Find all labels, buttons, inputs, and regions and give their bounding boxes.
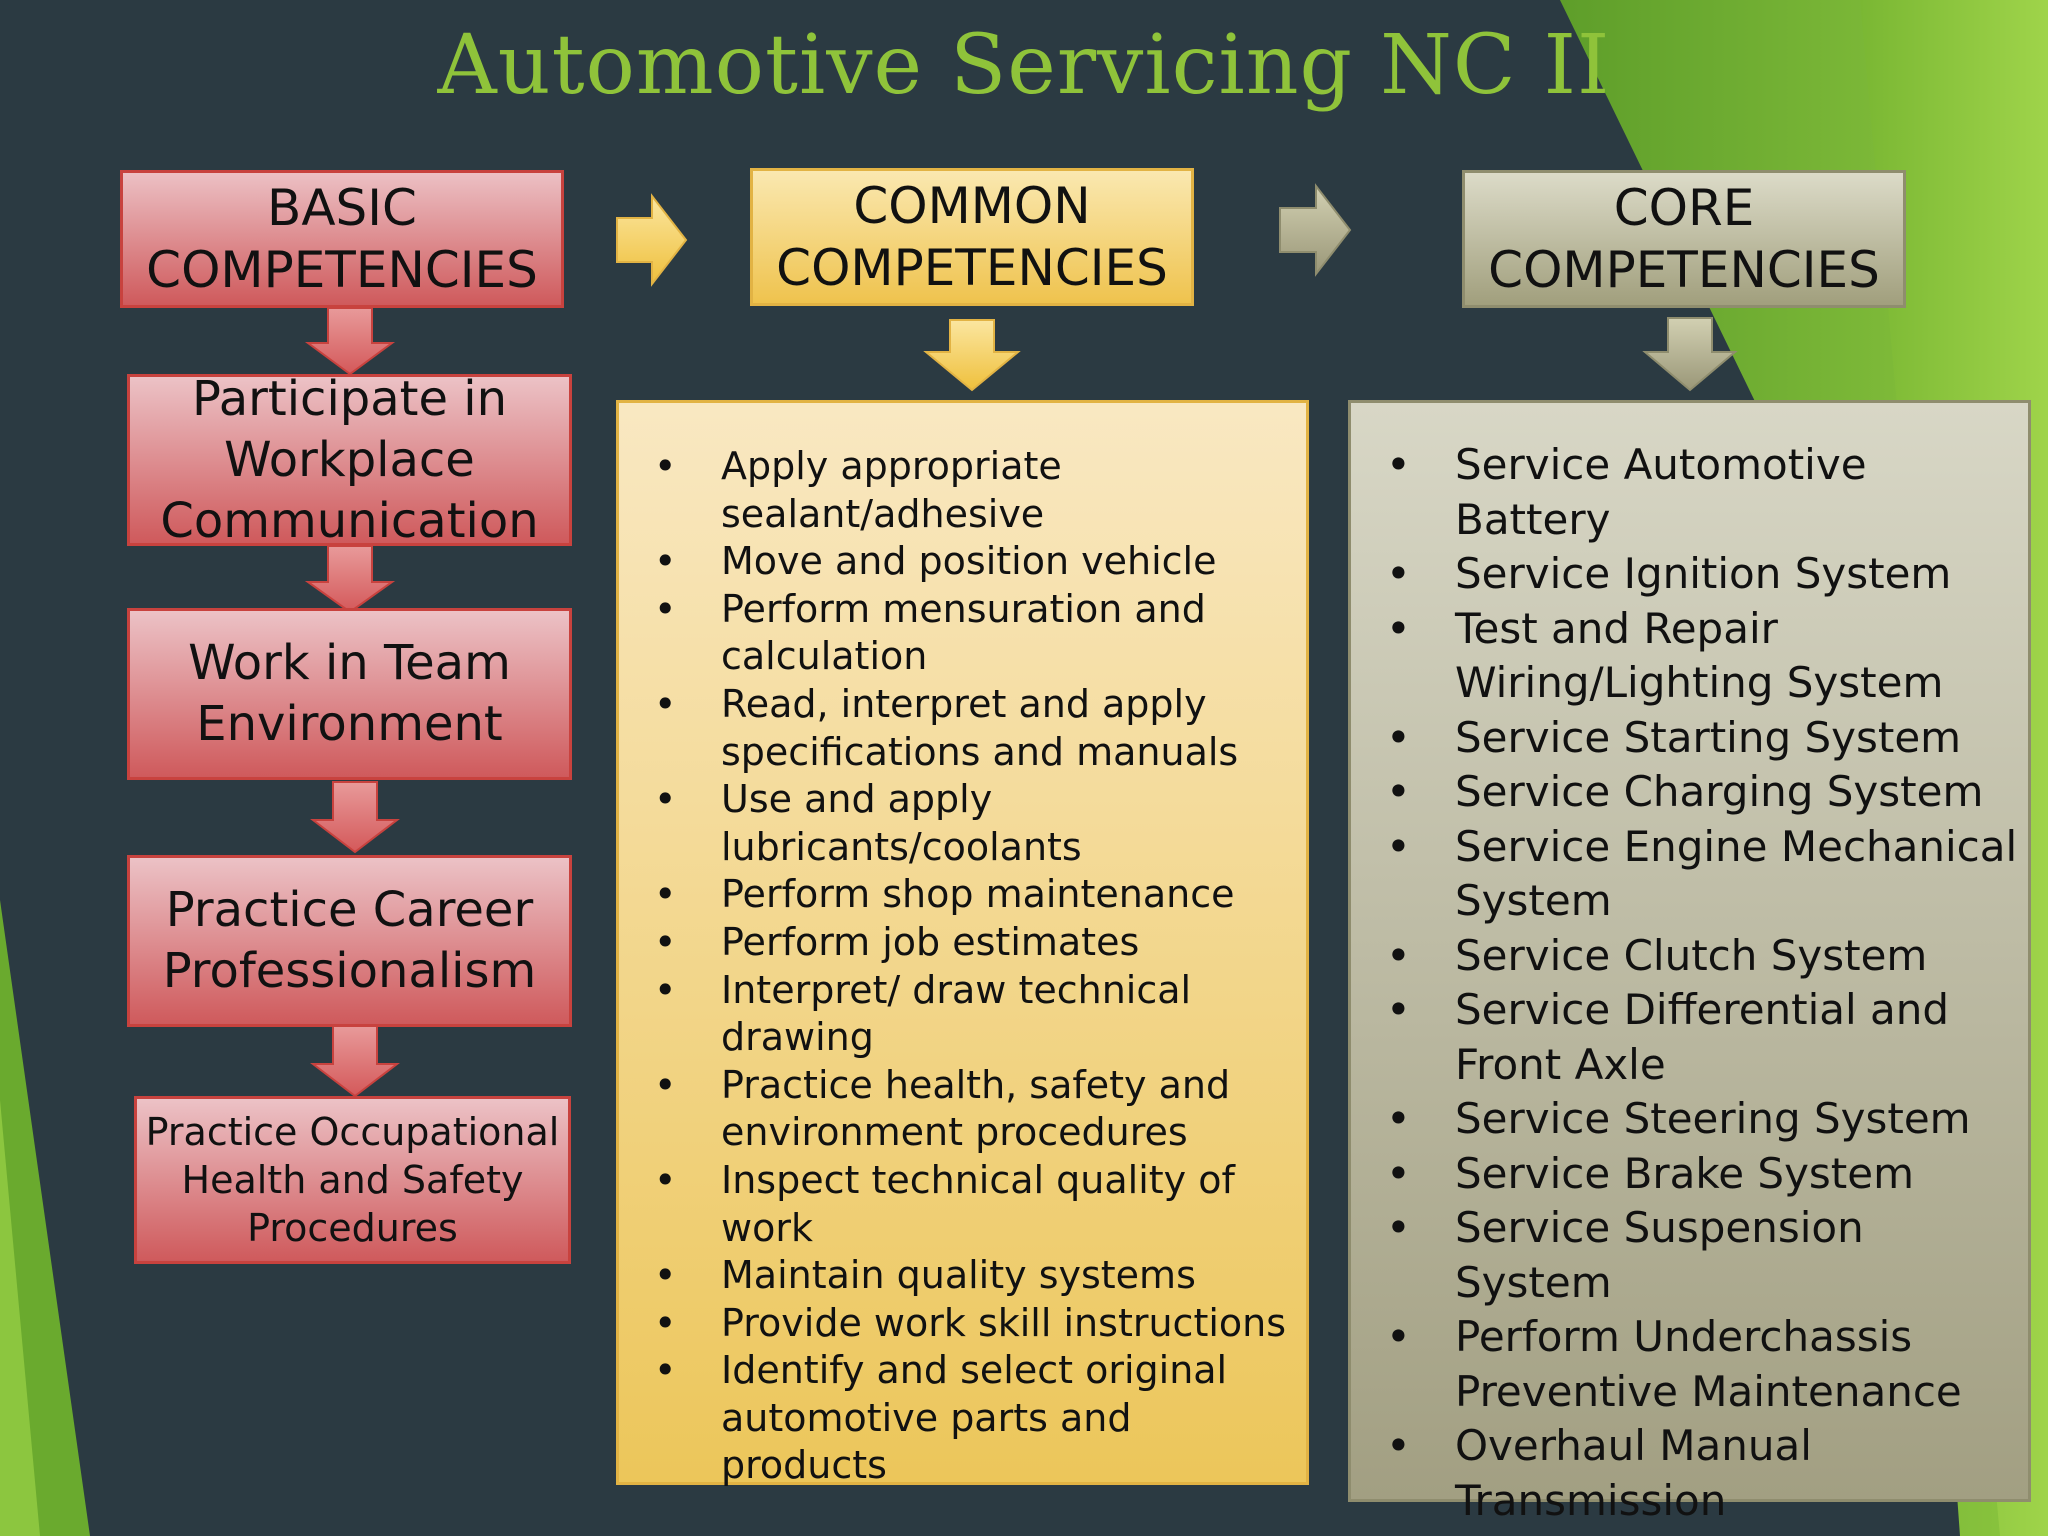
- list-item: Perform shop maintenance: [637, 871, 1296, 919]
- list-item: Read, interpret and apply specifications…: [637, 681, 1296, 776]
- list-item: Maintain quality systems: [637, 1252, 1296, 1300]
- list-item: Practice health, safety and environment …: [637, 1062, 1296, 1157]
- list-item: Service Brake System: [1369, 1147, 2018, 1202]
- list-item: Service Charging System: [1369, 765, 2018, 820]
- list-item: Perform Underchassis Preventive Maintena…: [1369, 1310, 2018, 1419]
- core-competencies-list: Service Automotive Battery Service Ignit…: [1369, 438, 2018, 1528]
- arrow-down-basic-1: [304, 307, 396, 376]
- common-competencies-panel: Apply appropriate sealant/adhesive Move …: [616, 400, 1309, 1487]
- list-item: Use and apply lubricants/coolants: [637, 776, 1296, 871]
- list-item: Provide work skill instructions: [637, 1300, 1296, 1348]
- core-competencies-panel: Service Automotive Battery Service Ignit…: [1348, 400, 2031, 1525]
- basic-item-occupational-health-safety: Practice Occupational Health and Safety …: [134, 1096, 571, 1264]
- list-item: Service Steering System: [1369, 1092, 2018, 1147]
- basic-competencies-header: BASIC COMPETENCIES: [120, 170, 564, 308]
- core-competencies-header: CORE COMPETENCIES: [1462, 170, 1906, 308]
- arrow-right-basic-to-common: [616, 193, 688, 287]
- arrow-down-basic-3: [310, 781, 400, 854]
- list-item: Service Suspension System: [1369, 1201, 2018, 1310]
- list-item: Inspect technical quality of work: [637, 1157, 1296, 1252]
- list-item: Service Starting System: [1369, 711, 2018, 766]
- common-competencies-header: COMMON COMPETENCIES: [750, 168, 1194, 306]
- list-item: Overhaul Manual Transmission: [1369, 1419, 2018, 1528]
- green-swoosh-left-light: [0, 1100, 40, 1536]
- arrow-down-basic-2: [304, 545, 396, 614]
- arrow-down-basic-4: [310, 1025, 400, 1098]
- basic-item-career-professionalism: Practice Career Professionalism: [127, 855, 572, 1027]
- list-item: Service Engine Mechanical System: [1369, 820, 2018, 929]
- basic-item-workplace-communication: Participate in Workplace Communication: [127, 371, 572, 549]
- common-competencies-list: Apply appropriate sealant/adhesive Move …: [637, 443, 1296, 1490]
- list-item: Service Ignition System: [1369, 547, 2018, 602]
- page-title: Automotive Servicing NC II: [437, 18, 1611, 113]
- arrow-right-common-to-core: [1279, 183, 1352, 277]
- list-item: Service Differential and Front Axle: [1369, 983, 2018, 1092]
- list-item: Service Automotive Battery: [1369, 438, 2018, 547]
- list-item: Identify and select original automotive …: [637, 1347, 1296, 1490]
- list-item: Service Clutch System: [1369, 929, 2018, 984]
- list-item: Perform mensuration and calculation: [637, 586, 1296, 681]
- arrow-down-common: [923, 319, 1021, 392]
- list-item: Apply appropriate sealant/adhesive: [637, 443, 1296, 538]
- list-item: Move and position vehicle: [637, 538, 1296, 586]
- list-item: Test and Repair Wiring/Lighting System: [1369, 602, 2018, 711]
- basic-item-team-environment: Work in Team Environment: [127, 608, 572, 780]
- list-item: Perform job estimates: [637, 919, 1296, 967]
- list-item: Interpret/ draw technical drawing: [637, 967, 1296, 1062]
- arrow-down-core: [1642, 317, 1738, 392]
